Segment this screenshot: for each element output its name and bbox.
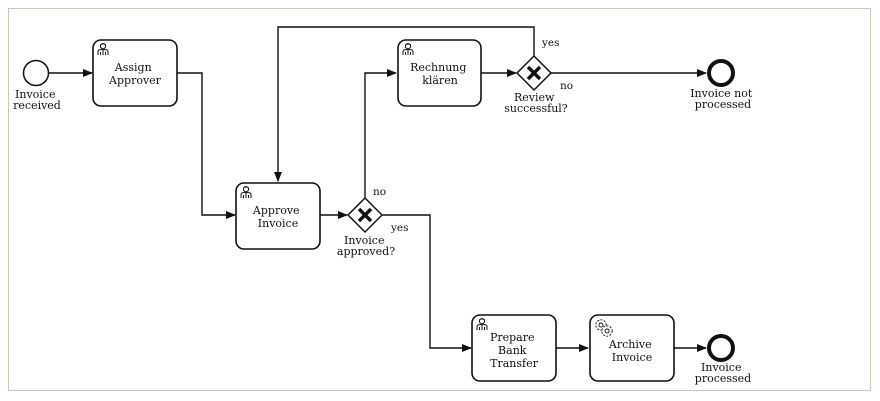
- flow-assign-to-approve[interactable]: [177, 72, 236, 219]
- end-event-label-line-1: Invoice: [701, 361, 741, 374]
- gateway-review-successful[interactable]: [515, 54, 553, 92]
- task-label-line-1: Rechnung: [410, 61, 466, 74]
- end-event-label-line-2: processed: [695, 98, 751, 111]
- task-assign-approver[interactable]: Assign Approver: [92, 39, 178, 107]
- end-event-invoice-not-processed[interactable]: [707, 59, 735, 87]
- flow-approved-yes[interactable]: [382, 214, 472, 352]
- task-archive-invoice[interactable]: Archive Invoice: [589, 314, 675, 382]
- end-event-label: Invoice processed: [695, 361, 751, 385]
- gateway-label-line-1: Review: [514, 91, 555, 104]
- task-label-line-2: Invoice: [612, 351, 652, 364]
- gateway-label: Invoice approved?: [337, 234, 395, 258]
- gear-icon: [595, 319, 613, 337]
- flow-approved-no[interactable]: [364, 69, 397, 198]
- x-icon: [526, 65, 542, 81]
- task-label-line-2: klären: [422, 74, 458, 87]
- gateway-label-line-2: successful?: [504, 102, 568, 115]
- task-label-line-2: Bank: [498, 344, 527, 357]
- gateway-label-line-1: Invoice: [344, 234, 384, 247]
- task-label-line-2: Approver: [108, 74, 162, 87]
- task-label: Prepare Bank Transfer: [490, 331, 539, 370]
- task-label: Archive Invoice: [608, 338, 655, 364]
- x-icon: [357, 207, 373, 223]
- task-label-line-2: Invoice: [258, 217, 298, 230]
- flow-review-yes[interactable]: [274, 26, 535, 182]
- task-label-line-1: Assign: [114, 61, 152, 74]
- start-event-label: Invoice received: [13, 88, 61, 112]
- end-event-label-line-1: Invoice not: [690, 87, 753, 100]
- sequence-flows: [49, 26, 707, 352]
- task-label-line-3: Transfer: [490, 357, 538, 370]
- gateway-invoice-approved[interactable]: [346, 196, 384, 234]
- task-rechnung-klaeren[interactable]: Rechnung klären: [397, 39, 482, 107]
- start-event-label-line-2: received: [13, 99, 61, 112]
- start-event-label-line-1: Invoice: [15, 88, 55, 101]
- flow-label-approved-yes: yes: [390, 222, 409, 234]
- gateway-label: Review successful?: [504, 91, 568, 115]
- start-event-invoice-received[interactable]: [22, 59, 50, 87]
- end-event-invoice-processed[interactable]: [707, 334, 735, 362]
- task-label: Assign Approver: [108, 61, 162, 87]
- task-label-line-1: Prepare: [490, 331, 535, 344]
- task-prepare-bank-transfer[interactable]: Prepare Bank Transfer: [471, 314, 557, 382]
- task-label: Approve Invoice: [252, 204, 303, 230]
- gateway-label-line-2: approved?: [337, 245, 395, 258]
- task-approve-invoice[interactable]: Approve Invoice: [235, 182, 321, 250]
- task-label: Rechnung klären: [410, 61, 470, 87]
- task-label-line-1: Archive: [608, 338, 652, 351]
- end-event-label: Invoice not processed: [690, 87, 756, 111]
- task-label-line-1: Approve: [252, 204, 300, 217]
- flow-label-review-yes: yes: [541, 37, 560, 49]
- flow-label-review-no: no: [560, 80, 573, 92]
- end-event-label-line-2: processed: [695, 372, 751, 385]
- flow-label-approved-no: no: [373, 186, 386, 198]
